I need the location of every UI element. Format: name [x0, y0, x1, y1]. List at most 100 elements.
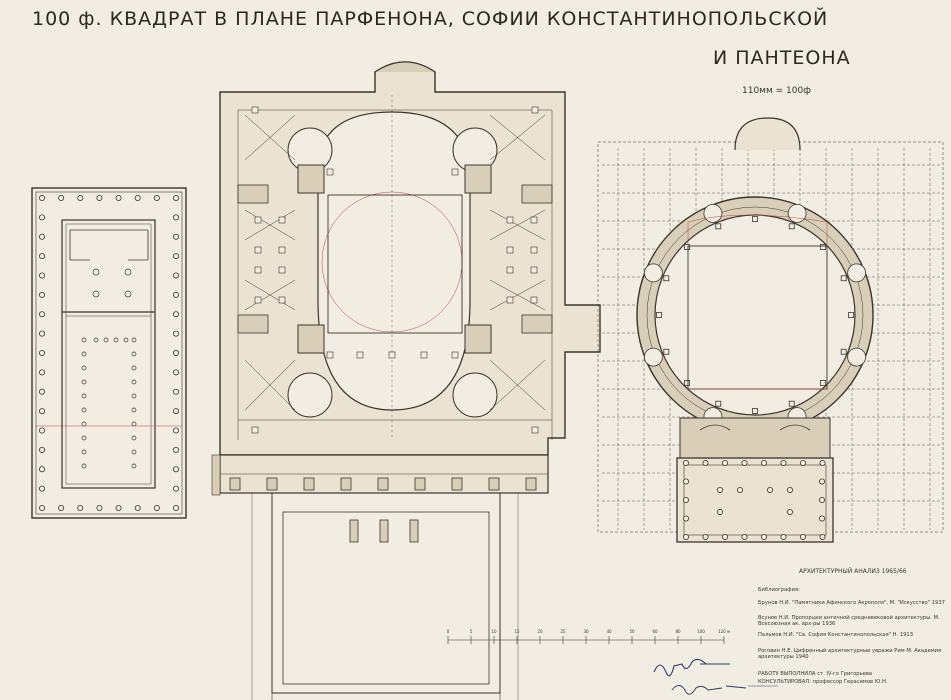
pier — [340, 477, 352, 491]
column — [81, 393, 87, 399]
pier — [409, 519, 419, 543]
column — [39, 466, 46, 473]
bib-text: Пропорции античной средневековой архитек… — [758, 615, 940, 627]
column — [172, 311, 179, 318]
column — [131, 463, 137, 469]
pier — [254, 246, 262, 254]
scale-tick-label: 60 — [652, 629, 658, 634]
column — [172, 504, 179, 511]
scale-tick-label: 20 — [537, 629, 543, 634]
column — [81, 463, 87, 469]
bib-author: Пальмов Н.И. — [758, 632, 795, 638]
column — [172, 349, 179, 356]
pier — [451, 477, 463, 491]
column — [77, 194, 84, 201]
column — [752, 216, 758, 222]
scale-tick-label: 80 — [675, 629, 681, 634]
column — [717, 486, 724, 493]
column — [39, 427, 46, 434]
column — [131, 365, 137, 371]
column — [819, 534, 826, 541]
parthenon-plan — [31, 187, 187, 519]
pier — [326, 351, 334, 359]
pier — [266, 477, 278, 491]
column — [39, 233, 46, 240]
column — [39, 311, 46, 318]
column — [788, 400, 795, 407]
column — [819, 459, 826, 466]
pier — [254, 296, 262, 304]
column — [39, 253, 46, 260]
title-line-2: И ПАНТЕОНА — [713, 47, 851, 69]
niche — [847, 347, 867, 367]
scale-tick-label: 50 — [629, 629, 635, 634]
column — [92, 290, 100, 298]
column — [819, 496, 826, 503]
credits-line-1: РАБОТУ ВЫПОЛНИЛА ст. IV-го Григорьева — [758, 671, 873, 677]
column — [848, 312, 854, 318]
column — [81, 365, 87, 371]
bibliography-entry: Всунов Н.И. Пропорции античной средневек… — [758, 615, 948, 627]
pier — [254, 266, 262, 274]
column — [172, 272, 179, 279]
column — [39, 272, 46, 279]
column — [683, 478, 690, 485]
credits-line-2: КОНСУЛЬТИРОВАЛ: профессор Герасимов Ю.Н. — [758, 679, 888, 685]
column — [819, 478, 826, 485]
column — [683, 515, 690, 522]
bib-author: Роговин Н.Е. — [758, 648, 793, 654]
column — [819, 379, 826, 386]
column — [172, 369, 179, 376]
column — [81, 351, 87, 357]
column — [96, 504, 103, 511]
title-line-1: 100 ф. КВАДРАТ В ПЛАНЕ ПАРФЕНОНА, СОФИИ … — [32, 8, 829, 30]
column — [683, 534, 690, 541]
column — [172, 194, 179, 201]
pier — [530, 296, 538, 304]
column — [715, 400, 722, 407]
niche — [703, 203, 723, 223]
column — [800, 534, 807, 541]
column — [780, 534, 787, 541]
column — [800, 459, 807, 466]
scale-tick-label: 30 — [583, 629, 589, 634]
bibliography-entry: Пальмов Н.И. "Св. София Константинопольс… — [758, 632, 948, 638]
column — [103, 337, 109, 343]
pier — [251, 426, 259, 434]
scale-tick-label: 40 — [606, 629, 612, 634]
pier — [451, 168, 459, 176]
column — [702, 534, 709, 541]
column — [752, 408, 758, 414]
column — [172, 253, 179, 260]
column — [819, 244, 826, 251]
column — [123, 337, 129, 343]
pier — [530, 266, 538, 274]
column — [58, 194, 65, 201]
pier — [531, 106, 539, 114]
scale-tick-label: 15 — [514, 629, 520, 634]
column — [663, 275, 670, 282]
column — [92, 268, 100, 276]
column — [737, 486, 744, 493]
bib-text: "Св. София Константинопольская" Н. 1913 — [795, 632, 914, 638]
pier — [303, 477, 315, 491]
pier — [356, 351, 364, 359]
column — [683, 496, 690, 503]
column — [684, 244, 691, 251]
pier — [251, 106, 259, 114]
column — [172, 427, 179, 434]
pier — [506, 216, 514, 224]
column — [788, 223, 795, 230]
pier — [530, 246, 538, 254]
column — [761, 534, 768, 541]
scale-tick-label: 10 — [491, 629, 497, 634]
bibliography-entry: Роговин Н.Е. Цифренный архитектурные увр… — [758, 648, 948, 660]
column — [81, 435, 87, 441]
column — [39, 214, 46, 221]
column — [840, 275, 847, 282]
column — [172, 291, 179, 298]
column — [153, 504, 160, 511]
column — [131, 393, 137, 399]
